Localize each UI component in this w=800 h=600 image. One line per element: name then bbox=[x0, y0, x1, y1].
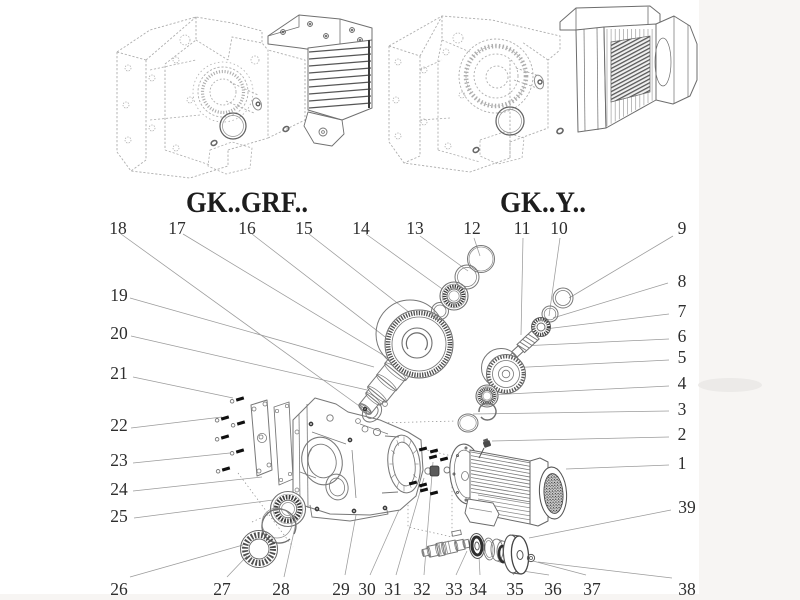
svg-text:21: 21 bbox=[110, 363, 128, 383]
svg-text:26: 26 bbox=[110, 579, 128, 599]
svg-text:8: 8 bbox=[678, 271, 687, 291]
svg-text:3: 3 bbox=[678, 399, 687, 419]
svg-text:37: 37 bbox=[583, 579, 601, 599]
svg-text:30: 30 bbox=[358, 579, 376, 599]
svg-text:5: 5 bbox=[678, 347, 687, 367]
svg-text:38: 38 bbox=[678, 579, 696, 599]
svg-text:9: 9 bbox=[678, 218, 687, 238]
svg-text:22: 22 bbox=[110, 415, 128, 435]
svg-text:15: 15 bbox=[295, 218, 313, 238]
svg-text:23: 23 bbox=[110, 450, 128, 470]
svg-text:18: 18 bbox=[109, 218, 127, 238]
svg-text:2: 2 bbox=[678, 424, 687, 444]
svg-text:14: 14 bbox=[352, 218, 370, 238]
svg-text:6: 6 bbox=[678, 326, 687, 346]
svg-text:34: 34 bbox=[469, 579, 487, 599]
svg-text:24: 24 bbox=[110, 479, 128, 499]
svg-text:28: 28 bbox=[272, 579, 290, 599]
svg-text:20: 20 bbox=[110, 323, 128, 343]
svg-text:39: 39 bbox=[678, 497, 696, 517]
svg-text:36: 36 bbox=[544, 579, 562, 599]
svg-text:11: 11 bbox=[514, 218, 531, 238]
svg-text:33: 33 bbox=[445, 579, 463, 599]
svg-text:13: 13 bbox=[406, 218, 424, 238]
svg-text:19: 19 bbox=[110, 285, 128, 305]
svg-text:17: 17 bbox=[168, 218, 186, 238]
svg-text:1: 1 bbox=[678, 453, 687, 473]
svg-text:35: 35 bbox=[506, 579, 524, 599]
svg-text:12: 12 bbox=[463, 218, 481, 238]
svg-text:7: 7 bbox=[678, 301, 687, 321]
svg-text:25: 25 bbox=[110, 506, 128, 526]
svg-text:16: 16 bbox=[238, 218, 256, 238]
svg-text:10: 10 bbox=[550, 218, 568, 238]
svg-text:27: 27 bbox=[213, 579, 231, 599]
svg-text:GK..GRF..: GK..GRF.. bbox=[186, 186, 308, 219]
svg-text:31: 31 bbox=[384, 579, 402, 599]
svg-text:29: 29 bbox=[332, 579, 350, 599]
svg-text:4: 4 bbox=[678, 373, 687, 393]
svg-text:32: 32 bbox=[413, 579, 431, 599]
svg-text:GK..Y..: GK..Y.. bbox=[500, 186, 586, 219]
